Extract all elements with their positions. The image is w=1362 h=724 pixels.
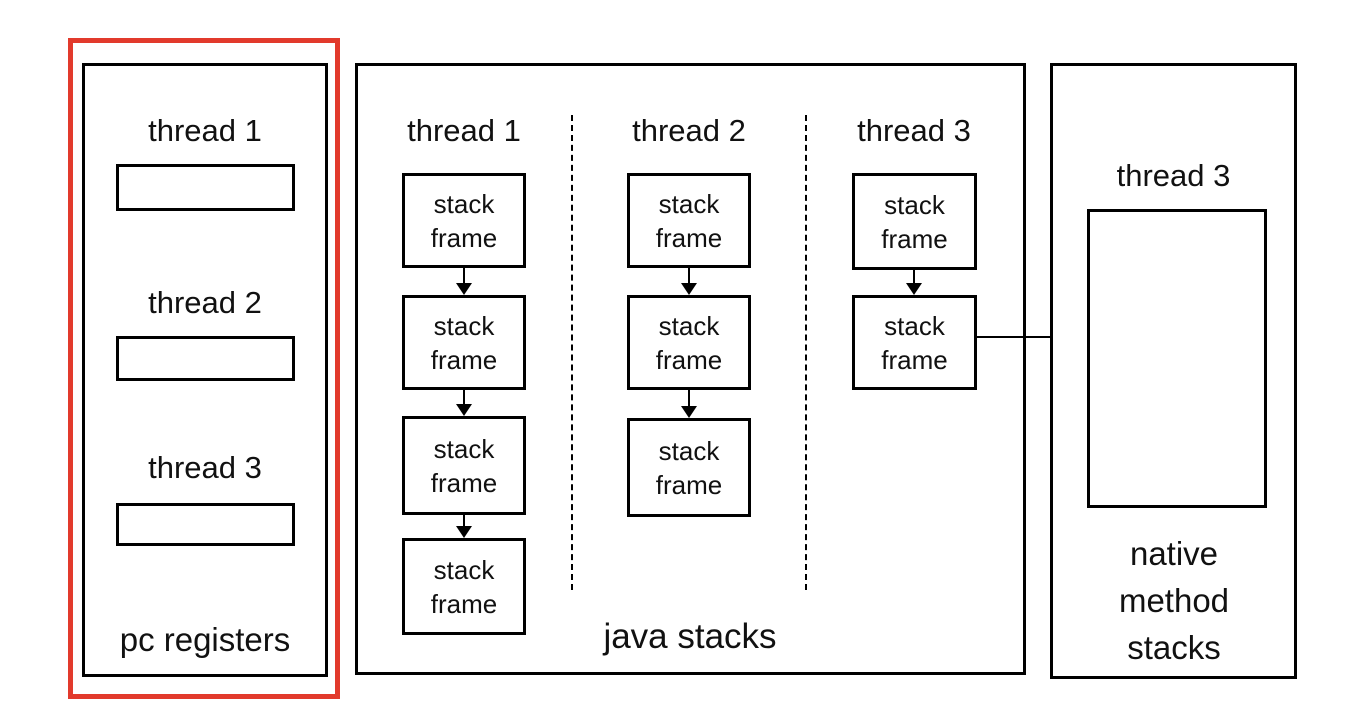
column-separator-2 bbox=[805, 115, 807, 590]
arrow-down-icon bbox=[456, 390, 472, 416]
stack-frame: stack frame bbox=[627, 295, 751, 390]
arrow-down-icon bbox=[681, 268, 697, 295]
pc-registers-label: pc registers bbox=[119, 621, 291, 658]
pc-thread-1-label: thread 1 bbox=[148, 113, 262, 148]
pc-register-slot-2 bbox=[116, 336, 295, 381]
pc-thread-2-label: thread 2 bbox=[148, 285, 262, 320]
arrow-down-icon bbox=[906, 270, 922, 295]
stack-frame: stack frame bbox=[627, 173, 751, 268]
stack-frame: stack frame bbox=[402, 416, 526, 515]
stack-frame: stack frame bbox=[402, 295, 526, 390]
stack-frame: stack frame bbox=[402, 173, 526, 268]
java-stacks-thread-2-label: thread 2 bbox=[632, 113, 746, 148]
pc-register-slot-3 bbox=[116, 503, 295, 546]
arrow-right-icon bbox=[977, 336, 1075, 338]
column-separator-1 bbox=[571, 115, 573, 590]
arrow-down-icon bbox=[456, 515, 472, 538]
pc-registers-highlight-frame bbox=[68, 38, 340, 699]
pc-thread-3-label: thread 3 bbox=[148, 450, 262, 485]
native-thread-3-label: thread 3 bbox=[1116, 158, 1231, 193]
arrow-down-icon bbox=[456, 268, 472, 295]
native-stack-slot bbox=[1087, 209, 1267, 508]
stack-frame: stack frame bbox=[402, 538, 526, 635]
java-stacks-thread-3-label: thread 3 bbox=[857, 113, 971, 148]
stack-frame: stack frame bbox=[852, 295, 977, 390]
pc-register-slot-1 bbox=[116, 164, 295, 211]
java-stacks-label: java stacks bbox=[603, 617, 777, 656]
stack-frame: stack frame bbox=[852, 173, 977, 270]
arrow-down-icon bbox=[681, 390, 697, 418]
native-method-stacks-label: native method stacks bbox=[1118, 535, 1230, 666]
stack-frame: stack frame bbox=[627, 418, 751, 517]
java-stacks-thread-1-label: thread 1 bbox=[407, 113, 521, 148]
